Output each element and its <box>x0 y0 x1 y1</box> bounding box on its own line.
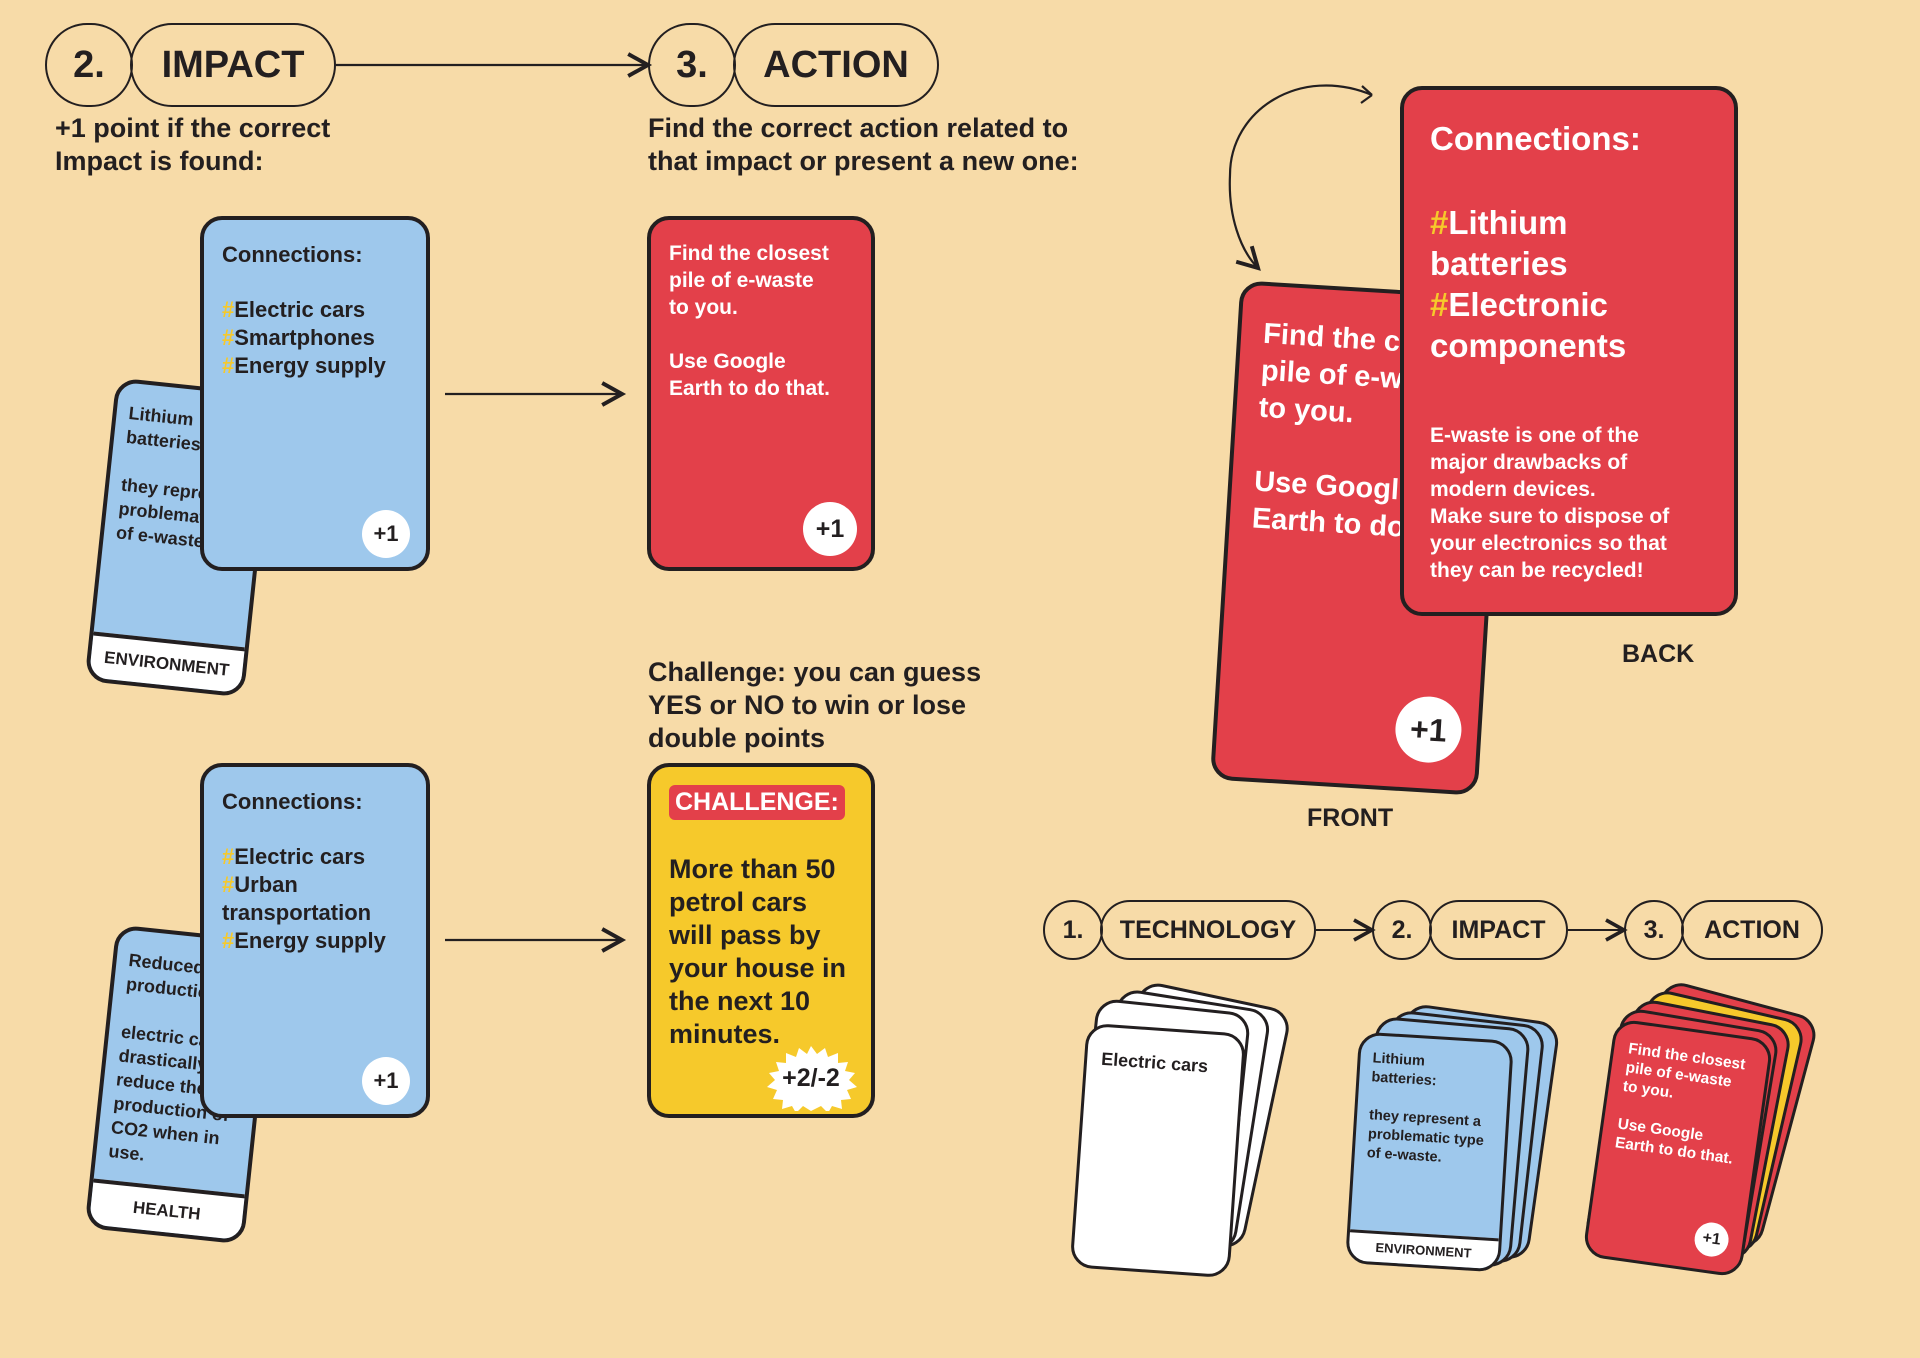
flow-step2-number: 2. <box>1372 900 1432 960</box>
step2-label: IMPACT <box>130 23 336 107</box>
challenge-card: CHALLENGE: More than 50 petrol cars will… <box>647 763 875 1118</box>
points-badge: +1 <box>362 1057 410 1105</box>
action-deck-top-card: Find the closest pile of e-waste to you.… <box>1582 1018 1774 1278</box>
action-text: Find the closest pile of e-waste to you.… <box>669 242 830 400</box>
step3-label: ACTION <box>733 23 939 107</box>
challenge-badge: CHALLENGE: <box>669 785 845 820</box>
action-card: Find the closest pile of e-waste to you.… <box>647 216 875 571</box>
front-caption: FRONT <box>1307 804 1394 832</box>
flip-arrow <box>1228 84 1373 271</box>
points-badge: +1 <box>1393 694 1464 765</box>
flow-step3-number: 3. <box>1624 900 1684 960</box>
connections-tags: #Electric cars #Smartphones #Energy supp… <box>222 297 386 378</box>
points-badge: +1 <box>803 502 857 556</box>
flow-step2-label: IMPACT <box>1429 900 1568 960</box>
impact-instructions: +1 point if the correct Impact is found: <box>55 113 331 176</box>
connections-heading: Connections: <box>222 789 363 814</box>
action-instructions: Find the correct action related to that … <box>648 113 1079 176</box>
impact-card-front-1: Connections: #Electric cars #Smartphones… <box>200 216 430 571</box>
flow-step1-label: TECHNOLOGY <box>1100 900 1316 960</box>
technology-card: Electric cars <box>1069 1022 1247 1279</box>
back-caption: BACK <box>1622 640 1695 668</box>
points-badge: +1 <box>362 510 410 558</box>
step2-number: 2. <box>45 23 133 107</box>
flow-step3-label: ACTION <box>1681 900 1823 960</box>
challenge-text: More than 50 petrol cars will pass by yo… <box>669 854 847 1049</box>
impact-card-front-2: Connections: #Electric cars #Urban trans… <box>200 763 430 1118</box>
connections-heading: Connections: <box>222 242 363 267</box>
step3-number: 3. <box>648 23 736 107</box>
card-back-example: Connections: #Lithium batteries #Electro… <box>1400 86 1738 616</box>
double-points-badge: +2/-2 <box>782 1063 840 1092</box>
impact-deck-top-card: Lithium batteries: they represent a prob… <box>1345 1031 1514 1273</box>
challenge-instructions: Challenge: you can guess YES or NO to wi… <box>648 657 982 753</box>
connections-tags: #Electric cars #Urban transportation #En… <box>222 844 386 953</box>
starburst-badge-shape <box>767 1046 857 1111</box>
flow-step1-number: 1. <box>1043 900 1103 960</box>
